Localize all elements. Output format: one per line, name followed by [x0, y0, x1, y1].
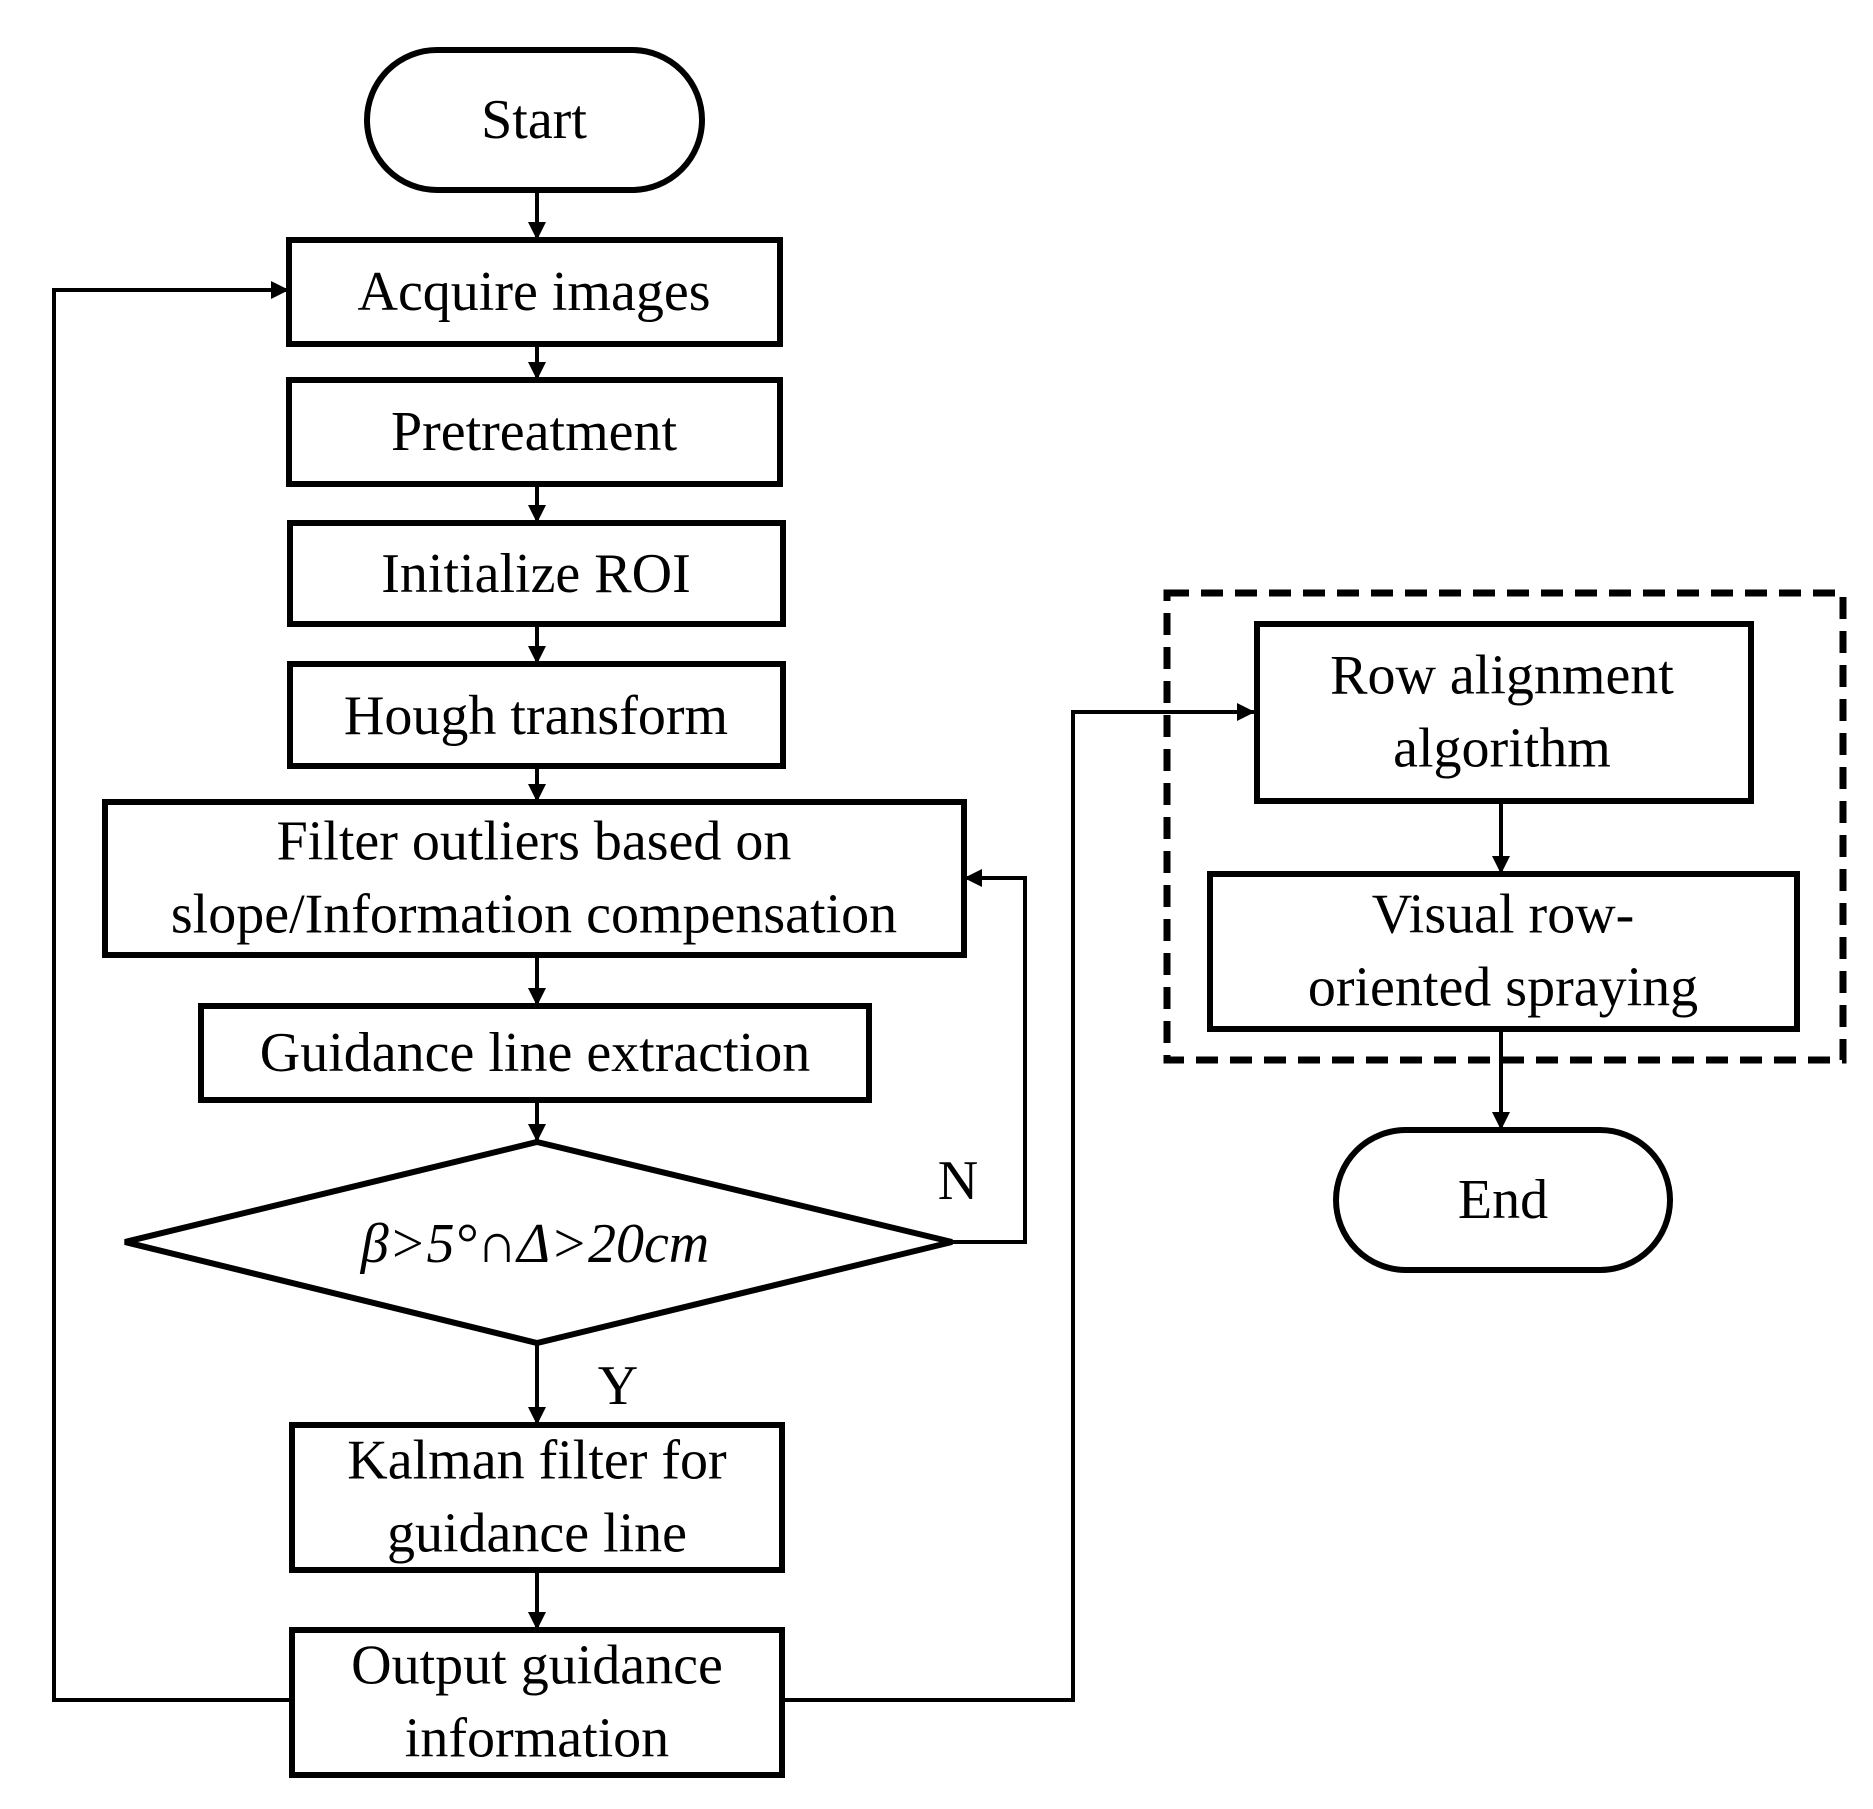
- hough-transform-label-line-1: Hough transform: [344, 685, 728, 747]
- edge-decision-no-loop: [952, 869, 1027, 1244]
- filter-outliers-label: Filter outliers based on slope/Informatio…: [171, 811, 897, 946]
- process-visual-row-oriented-spraying: [1207, 871, 1800, 1032]
- kalman-filter-label: Kalman filter for guidance line: [347, 1430, 727, 1565]
- kalman-filter-label-line-2: guidance line: [387, 1503, 687, 1565]
- decision-diamond: [124, 1138, 953, 1347]
- row-alignment-algorithm-label: Row alignment algorithm: [1330, 645, 1674, 780]
- start-label: Start: [481, 89, 587, 151]
- process-initialize-roi: [287, 520, 786, 627]
- guidance-line-extraction-label-line-1: Guidance line extraction: [260, 1022, 810, 1084]
- output-guidance-information-label-line-2: information: [405, 1708, 669, 1770]
- pretreatment-label-line-1: Pretreatment: [391, 401, 678, 463]
- visual-row-oriented-spraying-label-line-1: Visual row-: [1372, 884, 1635, 946]
- acquire-images-label-line-1: Acquire images: [358, 261, 711, 323]
- filter-outliers-label-line-1: Filter outliers based on: [277, 811, 792, 873]
- output-guidance-information-label: Output guidance information: [351, 1635, 723, 1770]
- kalman-filter-label-line-1: Kalman filter for: [347, 1430, 727, 1492]
- guidance-line-extraction-label: Guidance line extraction: [260, 1022, 810, 1084]
- end-terminal: [1333, 1127, 1673, 1273]
- pretreatment-label: Pretreatment: [391, 401, 678, 463]
- decision-condition-label: β>5°∩Δ>20cm: [360, 1213, 709, 1275]
- filter-outliers-label-line-2: slope/Information compensation: [171, 884, 897, 946]
- output-guidance-information-label-line-1: Output guidance: [351, 1635, 723, 1697]
- process-kalman-filter: [289, 1422, 785, 1573]
- hough-transform-label: Hough transform: [344, 685, 728, 747]
- dashed-group-frame: [1163, 589, 1847, 1064]
- process-acquire-images: [286, 237, 783, 347]
- edge-output-to-row-align: [782, 703, 1255, 1702]
- acquire-images-label: Acquire images: [358, 261, 711, 323]
- end-label: End: [1458, 1169, 1548, 1231]
- process-row-alignment-algorithm: [1254, 621, 1754, 804]
- process-guidance-line-extraction: [198, 1003, 872, 1103]
- end-label-line-1: End: [1458, 1169, 1548, 1231]
- edge-output-loop-to-acquire: [52, 281, 292, 1702]
- decision-condition-label-line-1: β>5°∩Δ>20cm: [360, 1213, 709, 1275]
- visual-row-oriented-spraying-label-line-2: oriented spraying: [1308, 957, 1698, 1019]
- process-output-guidance-information: [289, 1627, 785, 1778]
- start-terminal: [364, 47, 705, 193]
- start-label-line-1: Start: [481, 89, 587, 151]
- initialize-roi-label: Initialize ROI: [381, 543, 690, 605]
- decision-yes-label: Y: [598, 1355, 638, 1417]
- process-filter-outliers: [102, 799, 967, 958]
- process-hough-transform: [287, 661, 786, 769]
- initialize-roi-label-line-1: Initialize ROI: [381, 543, 690, 605]
- process-pretreatment: [286, 377, 783, 487]
- visual-row-oriented-spraying-label: Visual row-oriented spraying: [1308, 884, 1698, 1019]
- decision-no-label: N: [938, 1150, 978, 1212]
- row-alignment-algorithm-label-line-2: algorithm: [1393, 718, 1611, 780]
- row-alignment-algorithm-label-line-1: Row alignment: [1330, 645, 1674, 707]
